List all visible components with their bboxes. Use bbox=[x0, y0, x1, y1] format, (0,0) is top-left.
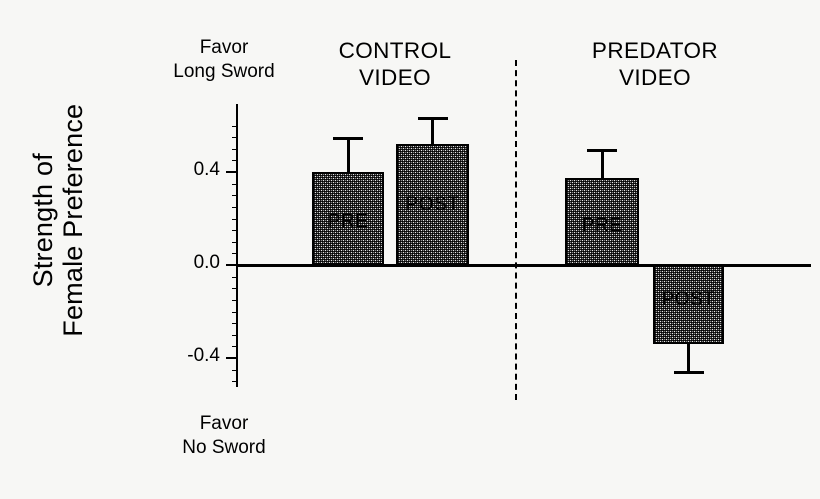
y-minor-tick bbox=[232, 358, 237, 359]
y-minor-tick bbox=[232, 241, 237, 243]
y-minor-tick bbox=[232, 323, 237, 325]
y-axis-title-line2: Female Preference bbox=[58, 103, 88, 337]
y-minor-tick bbox=[232, 381, 237, 383]
error-bar-cap bbox=[587, 148, 617, 152]
axis-top-anchor-label: Favor Long Sword bbox=[124, 36, 324, 85]
panel-title-predator-line2: VIDEO bbox=[618, 65, 692, 91]
y-minor-tick bbox=[232, 299, 237, 301]
bar-control-pre: PRE bbox=[312, 172, 384, 265]
y-tick-label-1: 0.0 bbox=[193, 252, 220, 273]
axis-bottom-anchor-label: Favor No Sword bbox=[124, 412, 324, 461]
y-tick-1 bbox=[226, 264, 237, 266]
axis-top-anchor-line2: Long Sword bbox=[173, 61, 275, 83]
panel-divider bbox=[515, 60, 517, 400]
y-minor-tick bbox=[232, 346, 237, 348]
bar-label: PRE bbox=[581, 214, 623, 236]
y-minor-tick bbox=[232, 125, 237, 127]
y-minor-tick bbox=[232, 288, 237, 290]
panel-title-control-line2: VIDEO bbox=[358, 65, 432, 91]
y-minor-tick bbox=[232, 334, 237, 336]
y-axis-line bbox=[236, 104, 238, 387]
error-bar-cap bbox=[417, 117, 448, 121]
y-minor-tick bbox=[232, 172, 237, 173]
y-minor-tick bbox=[232, 137, 237, 139]
y-tick-label-0: 0.4 bbox=[193, 159, 220, 180]
panel-title-control: CONTROL VIDEO bbox=[265, 37, 525, 92]
y-minor-tick bbox=[232, 195, 237, 197]
bar-label: PRE bbox=[327, 211, 369, 233]
error-bar-stem bbox=[600, 148, 604, 178]
y-minor-tick bbox=[232, 230, 237, 232]
axis-bottom-anchor-line1: Favor bbox=[199, 413, 249, 434]
y-minor-tick bbox=[232, 369, 237, 371]
error-bar-stem bbox=[431, 117, 434, 145]
y-minor-tick bbox=[232, 311, 237, 313]
bar-label: POST bbox=[661, 289, 716, 311]
y-minor-tick bbox=[232, 183, 237, 185]
panel-title-control-line1: CONTROL bbox=[338, 38, 452, 63]
axis-top-anchor-line1: Favor bbox=[199, 37, 249, 58]
bar-predator-post: POST bbox=[653, 265, 724, 345]
panel-title-predator-line1: PREDATOR bbox=[591, 38, 719, 63]
error-bar-cap bbox=[673, 370, 704, 374]
bar-control-post: POST bbox=[396, 144, 469, 265]
y-minor-tick bbox=[232, 218, 237, 220]
bar-label: POST bbox=[405, 194, 460, 216]
y-tick-0 bbox=[226, 171, 237, 173]
y-tick-label-2: -0.4 bbox=[187, 345, 220, 366]
y-minor-tick bbox=[232, 253, 237, 255]
y-axis-title-line1: Strength of bbox=[27, 153, 58, 288]
panel-title-predator: PREDATOR VIDEO bbox=[525, 37, 785, 92]
error-bar-stem bbox=[687, 344, 690, 371]
bar-predator-pre: PRE bbox=[565, 177, 639, 265]
x-axis-zero-line bbox=[236, 264, 811, 267]
y-axis-title: Strength of Female Preference bbox=[28, 70, 88, 370]
y-minor-tick bbox=[232, 148, 237, 150]
error-bar-stem bbox=[346, 137, 350, 172]
axis-bottom-anchor-line2: No Sword bbox=[182, 437, 266, 459]
y-minor-tick bbox=[232, 160, 237, 162]
y-minor-tick bbox=[232, 206, 237, 208]
y-tick-2 bbox=[226, 357, 237, 359]
error-bar-cap bbox=[333, 137, 363, 141]
y-minor-tick bbox=[232, 276, 237, 278]
